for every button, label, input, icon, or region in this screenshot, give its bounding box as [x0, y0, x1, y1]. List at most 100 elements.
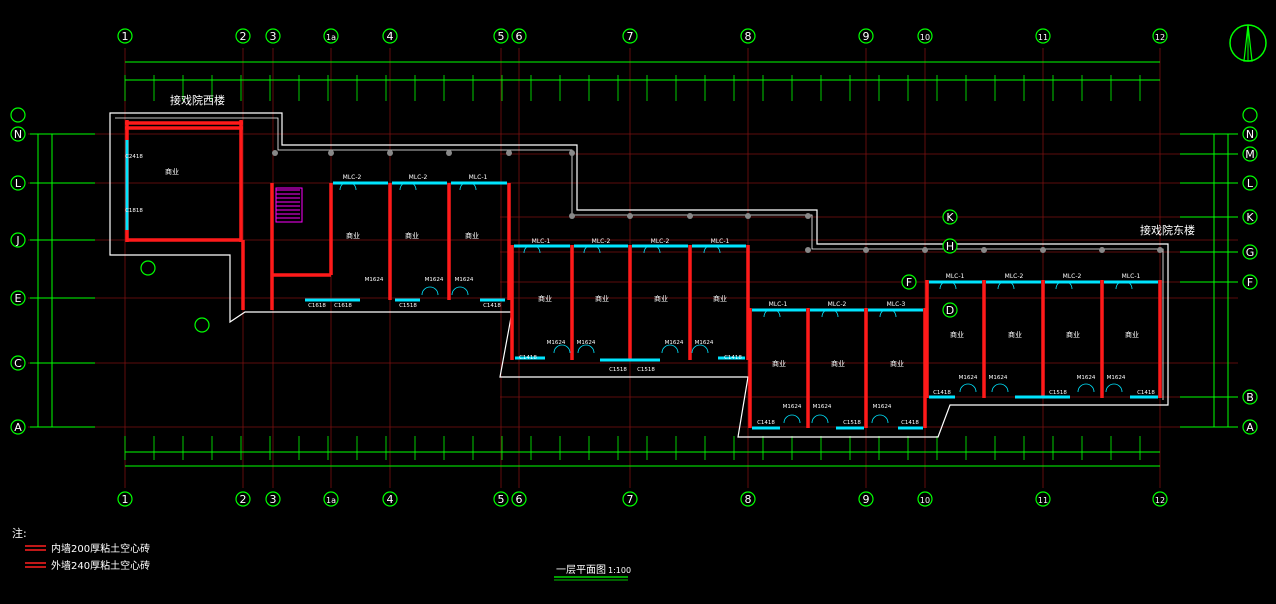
mlc-tag-0: MLC-2	[343, 174, 362, 181]
grid-bubble-right-top-circle	[1242, 107, 1258, 123]
room-label-shop-14: 商业	[1125, 330, 1139, 339]
grid-bubble-bottom-7-circle	[622, 491, 638, 507]
grid-bubble-bottom-12-circle	[1152, 491, 1168, 507]
grid-bubble-left-top-circle	[10, 107, 26, 123]
grid-bubble-top-3-circle	[265, 28, 281, 44]
door-tag-4: M1624	[577, 340, 596, 346]
grid-bubble-left-A-label: A	[14, 421, 22, 434]
grid-bubble-left-N-label: N	[14, 128, 22, 141]
column-dot	[981, 247, 987, 253]
grid-bubble-mid-K-label: K	[946, 211, 954, 224]
grid-bubble-left-E-label: E	[15, 292, 22, 305]
grid-bubble-mid-F-circle	[901, 274, 917, 290]
door-tag-10: M1624	[959, 375, 978, 381]
grid-bubble-right-G-label: G	[1246, 246, 1255, 259]
grid-bubble-right-K-label: K	[1246, 211, 1254, 224]
dimension-lines-layer	[30, 61, 1238, 467]
door-swing-icon	[991, 383, 1009, 393]
door-swing-icon	[939, 280, 957, 290]
grid-bubble-right-B-label: B	[1246, 391, 1254, 404]
grid-bubble-right-F-label: F	[1247, 276, 1253, 289]
grid-bubble-top-10-circle	[917, 28, 933, 44]
door-swing-icon	[959, 383, 977, 393]
grid-bubble-bottom-11-label: 11	[1038, 496, 1048, 505]
grid-bubble-right-M-label: M	[1245, 148, 1255, 161]
grid-bubble-bottom-7-label: 7	[627, 493, 634, 506]
grid-bubble-left-E-circle	[10, 290, 26, 306]
drawing-scale: 1:100	[608, 566, 631, 575]
door-tag-7: M1624	[783, 404, 802, 410]
grid-bubble-bottom-3-label: 3	[270, 493, 277, 506]
legend-item-inner-wall: 内墙200厚粘土空心砖	[25, 542, 150, 555]
mlc-tag-7: MLC-1	[769, 301, 788, 308]
door-swing-icon	[1055, 280, 1073, 290]
window-tag-7: C1418	[724, 355, 742, 361]
door-swing-icon	[821, 308, 839, 318]
column-dot	[805, 213, 811, 219]
grid-bubble-top-1a-circle	[323, 28, 339, 44]
drawing-title: 一层平面图	[556, 564, 606, 576]
door-tag-3: M1624	[547, 340, 566, 346]
room-label-shop-6: 商业	[654, 294, 668, 303]
column-dot	[1099, 247, 1105, 253]
grid-bubble-bottom-6-label: 6	[516, 493, 523, 506]
mlc-tag-13: MLC-1	[1122, 273, 1141, 280]
grid-bubble-sub-1-circle	[140, 260, 156, 276]
column-dot	[569, 213, 575, 219]
mlc-tag-10: MLC-1	[946, 273, 965, 280]
window-tag-3: C1418	[483, 303, 501, 309]
grid-bubble-left-C-label: C	[14, 357, 22, 370]
door-tag-6: M1624	[695, 340, 714, 346]
door-swing-icon	[459, 181, 477, 191]
grid-bubble-mid-K-circle	[942, 209, 958, 225]
room-label-shop-4: 商业	[538, 294, 552, 303]
mlc-tag-3: MLC-1	[532, 238, 551, 245]
grid-bubble-bottom-2-circle	[235, 491, 251, 507]
column-dot	[863, 247, 869, 253]
room-label-shop-12: 商业	[1008, 330, 1022, 339]
mlc-tag-4: MLC-2	[592, 238, 611, 245]
grid-bubble-top-4-label: 4	[387, 30, 394, 43]
grid-bubble-mid-H-label: H	[946, 240, 954, 253]
column-dot	[1157, 247, 1163, 253]
grid-bubble-top-7-label: 7	[627, 30, 634, 43]
grid-bubble-bottom-1a-label: 1a	[326, 496, 336, 505]
room-label-shop-7: 商业	[713, 294, 727, 303]
door-tag-5: M1624	[665, 340, 684, 346]
window-tag-14: C2418	[125, 154, 143, 160]
grid-bubble-left-J-circle	[10, 232, 26, 248]
window-tag-8: C1418	[757, 420, 775, 426]
door-swing-icon	[421, 286, 439, 296]
grid-bubble-bottom-4-circle	[382, 491, 398, 507]
door-swing-icon	[879, 308, 897, 318]
grid-bubble-bottom-1-label: 1	[122, 493, 129, 506]
window-tag-4: C1418	[519, 355, 537, 361]
grid-bubble-top-11-circle	[1035, 28, 1051, 44]
door-tag-9: M1624	[873, 404, 892, 410]
column-dot	[1040, 247, 1046, 253]
grid-bubble-right-K-circle	[1242, 209, 1258, 225]
window-tag-6: C1518	[637, 367, 655, 373]
grid-bubble-top-8-circle	[740, 28, 756, 44]
column-dot	[687, 213, 693, 219]
column-dot	[328, 150, 334, 156]
grid-bubble-top-5-label: 5	[498, 30, 505, 43]
grid-bubble-bottom-11-circle	[1035, 491, 1051, 507]
window-tag-11: C1418	[933, 390, 951, 396]
grid-bubble-bottom-10-circle	[917, 491, 933, 507]
grid-bubble-right-L-label: L	[1247, 177, 1254, 190]
grid-bubble-top-1a-label: 1a	[326, 33, 336, 42]
door-swing-icon	[763, 308, 781, 318]
door-tag-11: M1624	[989, 375, 1008, 381]
mlc-tag-6: MLC-1	[711, 238, 730, 245]
grid-bubble-bottom-1-circle	[117, 491, 133, 507]
grid-bubble-right-N-label: N	[1246, 128, 1254, 141]
door-tag-8: M1624	[813, 404, 832, 410]
door-swing-icon	[703, 244, 721, 254]
axis-lines-layer	[28, 48, 1238, 488]
mlc-tag-8: MLC-2	[828, 301, 847, 308]
door-swing-icon	[643, 244, 661, 254]
grid-bubble-top-12-circle	[1152, 28, 1168, 44]
column-dot	[627, 213, 633, 219]
